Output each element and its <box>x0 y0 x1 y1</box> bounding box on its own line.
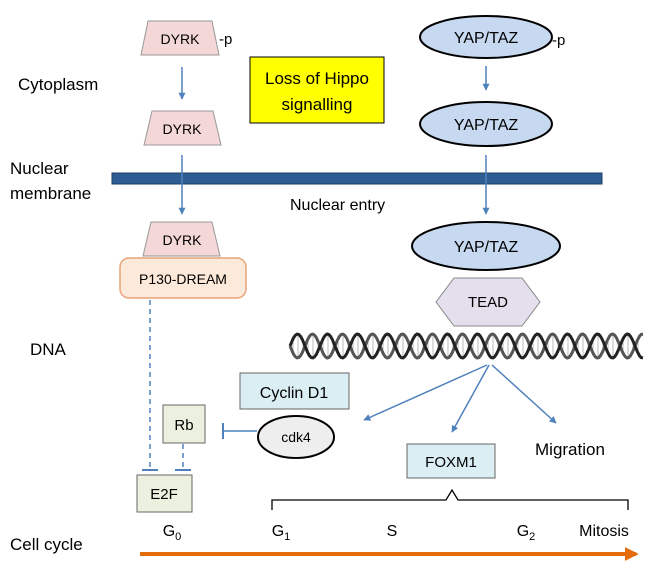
p130-dream-label: P130-DREAM <box>139 271 227 287</box>
phase-s: S <box>387 523 398 540</box>
dyrk-phospho-mark: -p <box>219 31 232 48</box>
nuclear-membrane-label-line1: Nuclear <box>10 159 69 178</box>
yap-taz-nuclear-label: YAP/TAZ <box>454 239 519 256</box>
yap-taz-node <box>419 101 553 147</box>
foxm1-node <box>406 443 496 479</box>
phase-g1-sub: 1 <box>284 531 290 543</box>
dyrk-phospho-node <box>140 20 220 56</box>
dyrk-nuclear-node <box>142 221 221 257</box>
phase-mitosis: Mitosis <box>579 523 629 540</box>
phase-g0-base: G <box>163 523 175 540</box>
p130-dream-node <box>119 257 247 299</box>
foxm1-label: FOXM1 <box>425 454 477 471</box>
phase-mitosis-base: Mitosis <box>579 523 629 540</box>
dyrk-node <box>143 110 222 146</box>
nuclear-membrane-bar <box>111 172 603 185</box>
cdk4-node <box>257 415 335 459</box>
yap-taz-phospho-label: YAP/TAZ <box>454 30 519 47</box>
phase-g2-sub: 2 <box>529 531 535 543</box>
rb-node <box>162 404 206 444</box>
dyrk-label: DYRK <box>163 121 203 137</box>
phase-g0-sub: 0 <box>175 531 181 543</box>
yap-taz-phospho-mark: -p <box>552 32 565 49</box>
tead-node <box>435 277 541 327</box>
loss-of-hippo-callout <box>249 56 385 124</box>
yap-taz-phospho-node <box>419 15 553 59</box>
dna-label: DNA <box>30 340 67 359</box>
rb-label: Rb <box>174 417 193 434</box>
dna-strand-a <box>288 332 644 360</box>
dna-double-helix <box>288 332 644 360</box>
cytoplasm-label: Cytoplasm <box>18 75 98 94</box>
phase-s-base: S <box>387 523 398 540</box>
cyclin-d1-node <box>239 372 350 410</box>
phase-g2: G2 <box>517 523 536 543</box>
phase-g0: G0 <box>163 523 182 543</box>
phase-g1-base: G <box>272 523 284 540</box>
dna-to-cyclin-d1-arrow <box>363 364 488 421</box>
e2f-label: E2F <box>150 486 178 503</box>
e2f-node <box>136 474 193 513</box>
nuclear-entry-label: Nuclear entry <box>290 197 385 214</box>
tead-label: TEAD <box>468 294 508 311</box>
callout-line2: signalling <box>282 95 353 114</box>
dyrk-phospho-label: DYRK <box>161 31 201 47</box>
cell-cycle-label: Cell cycle <box>10 535 83 554</box>
cyclin-d1-label: Cyclin D1 <box>260 385 329 402</box>
yap-taz-nuclear-node <box>411 221 561 271</box>
dna-strand-b <box>288 332 644 360</box>
dna-to-migration-arrow <box>491 364 557 424</box>
phase-g2-base: G <box>517 523 529 540</box>
foxm1-cell-cycle-bracket <box>271 488 629 510</box>
cdk4-label: cdk4 <box>281 429 311 445</box>
nuclear-membrane-label-line2: membrane <box>10 184 91 203</box>
migration-label: Migration <box>535 440 605 459</box>
dna-to-foxm1-arrow <box>451 364 490 433</box>
phase-g1: G1 <box>272 523 291 543</box>
callout-line1: Loss of Hippo <box>265 69 369 88</box>
yap-taz-label: YAP/TAZ <box>454 117 519 134</box>
dyrk-nuclear-label: DYRK <box>163 232 203 248</box>
